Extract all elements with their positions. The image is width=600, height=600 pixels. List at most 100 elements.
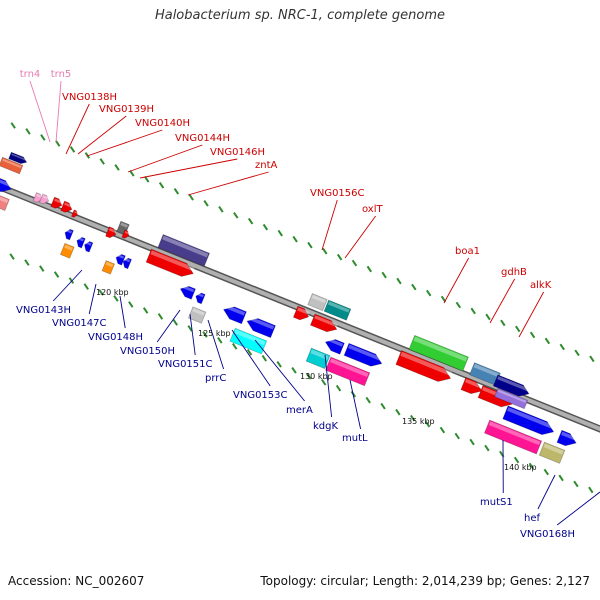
tick-mark — [291, 366, 297, 374]
gene-feature — [324, 337, 345, 355]
tick-marks — [9, 122, 595, 494]
gene-feature — [179, 285, 196, 300]
gene-label-vng0147c[interactable]: VNG0147C — [52, 318, 107, 329]
gene-feature — [538, 441, 566, 464]
gene-label-vng0168h[interactable]: VNG0168H — [520, 529, 575, 540]
tick-mark — [558, 474, 564, 482]
label-leader-lines — [29, 80, 600, 526]
gene-feature — [187, 306, 207, 324]
tick-mark — [24, 259, 30, 266]
gene-feature — [8, 151, 28, 165]
tick-mark — [40, 134, 46, 141]
gene-label-vng0151c[interactable]: VNG0151C — [158, 359, 213, 370]
leader-line — [489, 278, 516, 324]
gene-label-vng0140h[interactable]: VNG0140H — [135, 118, 190, 129]
gene-label-vng0156c[interactable]: VNG0156C — [310, 188, 365, 199]
genome-summary-text: Topology: circular; Length: 2,014,239 bp… — [260, 574, 590, 588]
gene-label-vng0139h[interactable]: VNG0139H — [99, 104, 154, 115]
gene-feature — [408, 334, 469, 372]
tick-mark — [424, 420, 431, 428]
gene-label-oxlt[interactable]: oxlT — [362, 204, 384, 215]
leader-line — [321, 199, 338, 251]
gene-label-trn5[interactable]: trn5 — [51, 69, 72, 80]
gene-feature — [556, 429, 578, 447]
tick-mark — [261, 355, 268, 362]
tick-mark — [129, 170, 135, 177]
gene-label-hef[interactable]: hef — [524, 513, 540, 524]
leader-line — [537, 474, 556, 510]
gene-feature — [483, 419, 543, 455]
tick-mark — [231, 343, 238, 350]
gene-label-vng0146h[interactable]: VNG0146H — [210, 147, 265, 158]
tick-mark — [559, 343, 565, 351]
gene-feature — [64, 228, 74, 241]
leader-line — [119, 295, 126, 329]
tick-mark — [366, 265, 373, 273]
tick-mark — [515, 325, 521, 333]
gene-label-vng0150h[interactable]: VNG0150H — [120, 346, 175, 357]
tick-mark — [454, 432, 460, 440]
gene-label-prrc[interactable]: prrC — [205, 373, 226, 384]
gene-label-alkk[interactable]: alkK — [530, 280, 552, 291]
gene-label-trn4[interactable]: trn4 — [20, 69, 41, 80]
gene-feature — [343, 342, 383, 367]
gene-label-mutl[interactable]: mutL — [342, 433, 368, 444]
tick-mark — [380, 402, 386, 410]
tick-mark — [188, 193, 194, 201]
leader-line — [29, 80, 51, 143]
tick-mark — [528, 462, 535, 470]
kbp-tick-label: 125 kbp — [198, 329, 231, 338]
tick-mark — [173, 188, 180, 195]
gene-label-boa1[interactable]: boa1 — [455, 246, 480, 257]
tick-mark — [25, 128, 31, 135]
gene-label-vng0153c[interactable]: VNG0153C — [233, 390, 288, 401]
leader-line — [189, 313, 196, 356]
accession-text: Accession: NC_002607 — [8, 574, 145, 588]
tick-mark — [411, 283, 417, 291]
gene-features — [0, 151, 578, 464]
gene-label-gdhb[interactable]: gdhB — [501, 267, 527, 278]
tick-mark — [470, 307, 476, 315]
tick-mark — [262, 223, 269, 231]
gene-label-vng0148h[interactable]: VNG0148H — [88, 332, 143, 343]
gene-label-mera[interactable]: merA — [286, 405, 313, 416]
kbp-tick-label: 135 kbp — [402, 417, 435, 426]
gene-label-vng0138h[interactable]: VNG0138H — [62, 92, 117, 103]
tick-mark — [68, 277, 75, 284]
gene-label-kdgk[interactable]: kdgK — [313, 421, 338, 432]
tick-mark — [83, 283, 89, 290]
tick-mark — [10, 122, 16, 129]
leader-line — [77, 115, 127, 155]
tick-mark — [425, 289, 432, 297]
tick-mark — [142, 307, 149, 314]
gene-feature — [84, 241, 94, 253]
gene-feature — [59, 242, 75, 259]
leader-line — [324, 354, 333, 418]
tick-mark — [395, 408, 401, 416]
gene-feature — [157, 233, 211, 267]
leader-line — [443, 257, 470, 304]
gene-feature — [395, 350, 453, 382]
leader-line — [556, 491, 600, 526]
leader-line — [139, 158, 238, 179]
tick-mark — [455, 301, 462, 309]
gene-label-muts1[interactable]: mutS1 — [480, 497, 513, 508]
tick-mark — [396, 277, 402, 285]
gene-label-vng0144h[interactable]: VNG0144H — [175, 133, 230, 144]
leader-line — [52, 269, 83, 302]
gene-label-vng0143h[interactable]: VNG0143H — [16, 305, 71, 316]
gene-label-znta[interactable]: zntA — [255, 160, 278, 171]
tick-mark — [322, 247, 328, 255]
kbp-tick-label: 130 kbp — [300, 372, 333, 381]
leader-line — [86, 129, 163, 157]
tick-mark — [588, 486, 594, 494]
gene-feature — [305, 347, 331, 370]
tick-mark — [410, 414, 416, 422]
leader-line — [231, 329, 271, 387]
tick-mark — [439, 426, 446, 434]
tick-mark — [306, 372, 312, 380]
gene-feature — [195, 292, 206, 305]
leader-line — [65, 103, 90, 155]
